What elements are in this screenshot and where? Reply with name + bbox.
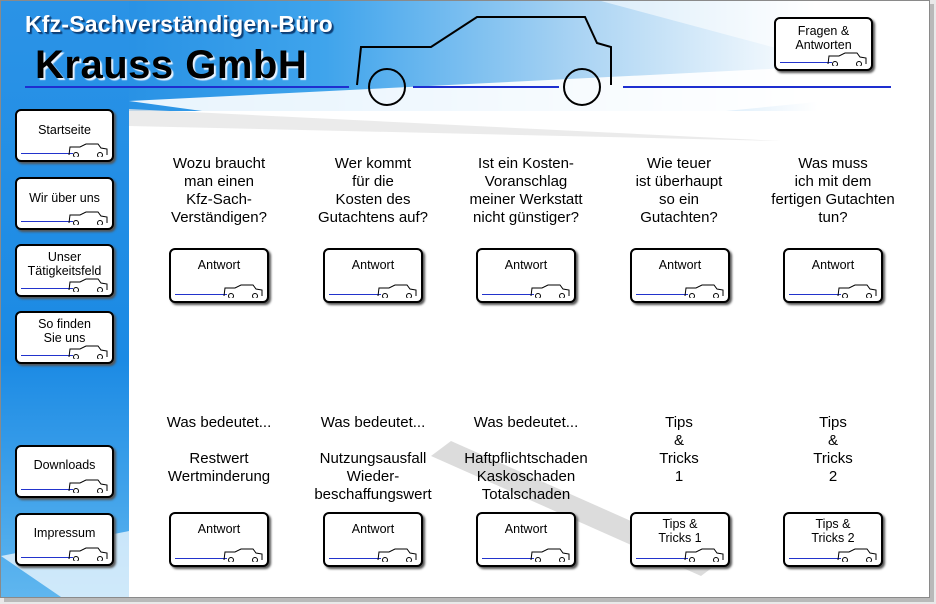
header-car-icon bbox=[356, 16, 612, 106]
car-outline-icon bbox=[68, 278, 108, 292]
car-outline-icon bbox=[377, 548, 417, 562]
answer-button-label: Tips & Tricks 1 bbox=[658, 517, 702, 545]
question-text: Wer kommt für die Kosten des Gutachtens … bbox=[317, 155, 429, 226]
answer-button[interactable]: Antwort bbox=[783, 248, 883, 303]
car-outline-icon bbox=[837, 548, 877, 562]
car-outline-icon bbox=[530, 284, 570, 298]
sidebar-item-label: So finden Sie uns bbox=[38, 317, 91, 345]
answer-button-label: Antwort bbox=[351, 258, 395, 272]
button-line bbox=[636, 294, 688, 295]
faq-button-line bbox=[780, 62, 832, 63]
sidebar-item-so-finden-sie-uns[interactable]: So finden Sie uns bbox=[15, 311, 114, 364]
question-text: Wozu braucht man einen Kfz-Sach- Verstän… bbox=[171, 155, 267, 226]
question-text: Tips & Tricks 2 bbox=[813, 414, 853, 485]
sidebar-item-wir-ueber-uns[interactable]: Wir über uns bbox=[15, 177, 114, 230]
answer-button[interactable]: Antwort bbox=[630, 248, 730, 303]
button-line bbox=[21, 221, 73, 222]
faq-button-label: Fragen & Antworten bbox=[795, 24, 852, 52]
button-line bbox=[175, 558, 227, 559]
car-outline-icon bbox=[68, 211, 108, 225]
sidebar-item-label: Unser Tätigkeitsfeld bbox=[27, 250, 102, 278]
button-line bbox=[789, 294, 841, 295]
answer-button-label: Antwort bbox=[197, 522, 241, 536]
button-line bbox=[21, 355, 73, 356]
answer-button-label: Antwort bbox=[658, 258, 702, 272]
button-line bbox=[175, 294, 227, 295]
question-text: Wie teuer ist überhaupt so ein Gutachten… bbox=[635, 155, 723, 226]
car-outline-icon bbox=[377, 284, 417, 298]
question-text: Was bedeutet... Restwert Wertminderung bbox=[166, 414, 272, 485]
sidebar-item-label: Wir über uns bbox=[29, 191, 100, 205]
faq-button[interactable]: Fragen & Antworten bbox=[774, 17, 873, 71]
button-line bbox=[789, 558, 841, 559]
question-text: Was muss ich mit dem fertigen Gutachten … bbox=[771, 155, 895, 226]
answer-button[interactable]: Antwort bbox=[169, 512, 269, 567]
answer-button-label: Antwort bbox=[504, 258, 548, 272]
button-line bbox=[21, 489, 73, 490]
question-text: Was bedeutet... Haftpflichtschaden Kasko… bbox=[464, 414, 588, 503]
car-outline-icon bbox=[68, 547, 108, 561]
answer-button-label: Antwort bbox=[504, 522, 548, 536]
button-line bbox=[21, 557, 73, 558]
sidebar-item-label: Downloads bbox=[33, 458, 96, 472]
answer-button[interactable]: Antwort bbox=[323, 248, 423, 303]
car-outline-icon bbox=[837, 284, 877, 298]
sidebar-item-downloads[interactable]: Downloads bbox=[15, 445, 114, 498]
car-outline-icon bbox=[684, 284, 724, 298]
car-outline-icon bbox=[684, 548, 724, 562]
question-text: Tips & Tricks 1 bbox=[659, 414, 699, 485]
sidebar-item-label: Startseite bbox=[38, 123, 91, 137]
answer-button[interactable]: Antwort bbox=[476, 248, 576, 303]
car-outline-icon bbox=[530, 548, 570, 562]
sidebar-item-startseite[interactable]: Startseite bbox=[15, 109, 114, 162]
answer-button-label: Tips & Tricks 2 bbox=[811, 517, 855, 545]
car-outline-icon bbox=[68, 143, 108, 157]
sidebar-item-impressum[interactable]: Impressum bbox=[15, 513, 114, 566]
car-outline-icon bbox=[68, 345, 108, 359]
button-line bbox=[329, 294, 381, 295]
button-line bbox=[482, 294, 534, 295]
answer-button-label: Antwort bbox=[811, 258, 855, 272]
tips-tricks-2-button[interactable]: Tips & Tricks 2 bbox=[783, 512, 883, 567]
button-line bbox=[482, 558, 534, 559]
swoosh-content bbox=[129, 109, 781, 141]
header-subtitle: Kfz-Sachverständigen-Büro bbox=[25, 11, 333, 37]
answer-button-label: Antwort bbox=[197, 258, 241, 272]
question-text: Was bedeutet... Nutzungsausfall Wieder- … bbox=[314, 414, 432, 503]
button-line bbox=[21, 153, 73, 154]
car-outline-icon bbox=[223, 548, 263, 562]
sidebar-item-label: Impressum bbox=[33, 526, 96, 540]
car-outline-icon bbox=[223, 284, 263, 298]
button-line bbox=[636, 558, 688, 559]
header-title: Krauss GmbH bbox=[35, 43, 308, 87]
button-line bbox=[329, 558, 381, 559]
button-line bbox=[21, 288, 73, 289]
answer-button-label: Antwort bbox=[351, 522, 395, 536]
car-outline-icon bbox=[827, 52, 867, 66]
sidebar-item-taetigkeitsfeld[interactable]: Unser Tätigkeitsfeld bbox=[15, 244, 114, 297]
answer-button[interactable]: Antwort bbox=[476, 512, 576, 567]
answer-button[interactable]: Antwort bbox=[323, 512, 423, 567]
question-text: Ist ein Kosten- Voranschlag meiner Werks… bbox=[469, 155, 583, 226]
answer-button[interactable]: Antwort bbox=[169, 248, 269, 303]
tips-tricks-1-button[interactable]: Tips & Tricks 1 bbox=[630, 512, 730, 567]
car-outline-icon bbox=[68, 479, 108, 493]
